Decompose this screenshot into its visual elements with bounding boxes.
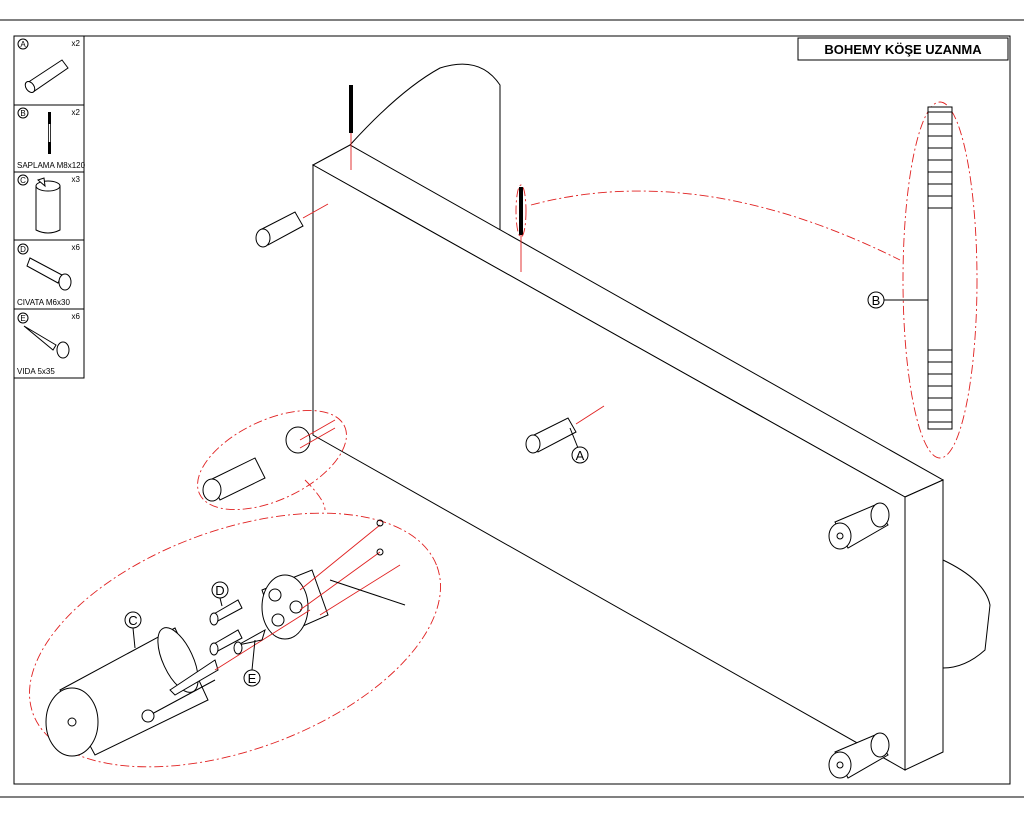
- backrest: [349, 63, 501, 230]
- seat-cushion: [942, 559, 991, 669]
- svg-text:D: D: [215, 583, 224, 598]
- leg-assembly-large: [29, 512, 441, 768]
- threaded-rod-top: [349, 85, 353, 170]
- dowel-center: [525, 405, 605, 454]
- svg-text:A: A: [576, 448, 585, 463]
- callout-e: E: [243, 639, 261, 687]
- callout-a: A: [569, 427, 589, 464]
- svg-text:B: B: [872, 293, 881, 308]
- part-b-name: SAPLAMA M8x120: [17, 161, 86, 170]
- threaded-rod-detail: [530, 101, 978, 459]
- callout-d: D: [211, 581, 229, 607]
- svg-text:x2: x2: [72, 108, 81, 117]
- svg-text:C: C: [128, 613, 137, 628]
- bolt-d: [209, 599, 243, 656]
- svg-text:D: D: [20, 245, 26, 254]
- drawing-title: BOHEMY KÖŞE UZANMA: [824, 42, 982, 57]
- drawing-border: [13, 35, 1011, 785]
- part-e-name: VIDA 5x35: [17, 367, 55, 376]
- extension-board: [311, 144, 945, 771]
- threaded-rod-mid: [515, 184, 527, 272]
- svg-text:E: E: [20, 314, 25, 323]
- part-e: E x6 VIDA 5x35: [17, 312, 81, 376]
- leg-upper: [828, 502, 890, 550]
- svg-text:x3: x3: [72, 175, 81, 184]
- svg-text:E: E: [248, 671, 257, 686]
- leg-icon: [35, 177, 61, 234]
- svg-text:x6: x6: [72, 243, 81, 252]
- dowel-left: [255, 203, 329, 248]
- svg-text:x6: x6: [72, 312, 81, 321]
- parts-list: A x2 B x2 SAPLAMA M8x120 C x3 D x6 CIVAT…: [13, 35, 86, 379]
- title-block: BOHEMY KÖŞE UZANMA: [797, 37, 1009, 61]
- part-a: A x2: [17, 38, 81, 93]
- dowel-icon: [24, 59, 69, 93]
- svg-text:C: C: [20, 176, 26, 185]
- part-c: C x3: [17, 174, 81, 234]
- threaded-rod-icon: [48, 112, 51, 154]
- svg-text:A: A: [20, 40, 26, 49]
- callout-c: C: [124, 611, 142, 649]
- screw-icon: [23, 325, 70, 359]
- part-d: D x6 CIVATA M6x30: [17, 243, 81, 307]
- leg-assembly-small: [197, 409, 347, 511]
- leg-lower: [828, 732, 890, 779]
- bolt-icon: [26, 257, 72, 291]
- detail-link: [304, 479, 326, 511]
- part-b: B x2 SAPLAMA M8x120: [17, 107, 86, 170]
- part-d-name: CIVATA M6x30: [17, 298, 70, 307]
- svg-text:B: B: [20, 109, 25, 118]
- callout-b: B: [867, 291, 928, 309]
- screw-e: [233, 628, 266, 655]
- svg-text:x2: x2: [72, 39, 81, 48]
